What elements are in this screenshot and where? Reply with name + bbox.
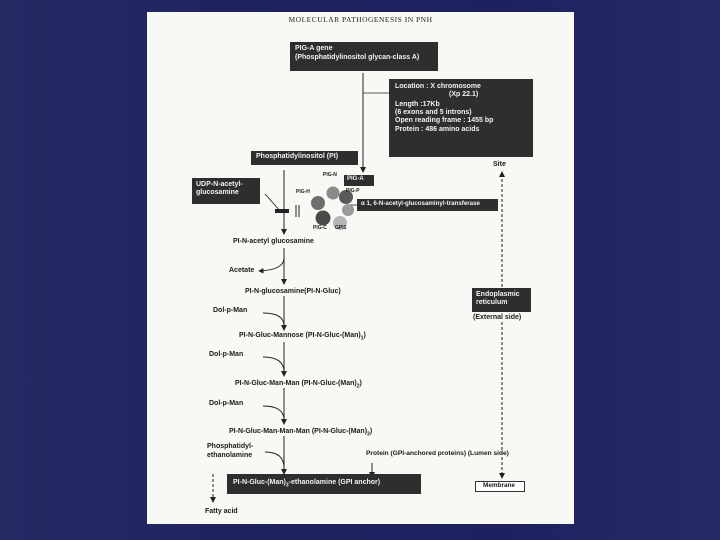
pig-a-protein-label: PIG-A bbox=[347, 176, 364, 182]
location-info-box: Location : X chromosome (Xp 22.1) Length… bbox=[389, 79, 533, 157]
protein-label: Protein (GPI-anchored proteins) (Lumen s… bbox=[366, 450, 509, 457]
acetate-label: Acetate bbox=[229, 267, 255, 274]
location-line5: Open reading frame : 1455 bp bbox=[395, 117, 494, 125]
pig-h-label: PIG-H bbox=[296, 189, 310, 195]
location-line6: Protein : 486 amino acids bbox=[395, 125, 480, 133]
step-pi-n-gluc-mannose: PI-N-Gluc-Mannose (PI-N-Gluc-(Man)1) bbox=[239, 332, 366, 342]
udp-line2: glucosamine bbox=[196, 189, 239, 197]
endoplasmic-reticulum-box: Endoplasmic reticulum bbox=[472, 288, 531, 312]
pig-c-sphere bbox=[315, 210, 331, 226]
location-line4: (6 exons and 5 introns) bbox=[395, 109, 472, 117]
pig-a-gene-box: PIG-A gene (Phosphatidylinositol glycan-… bbox=[290, 42, 438, 71]
figure-header: MOLECULAR PATHOGENESIS IN PNH bbox=[288, 15, 433, 24]
pig-p-sphere bbox=[342, 204, 354, 216]
pig-p-label: PIG-P bbox=[346, 188, 360, 194]
site-label: Site bbox=[493, 161, 506, 168]
pig-a-gene-subtitle: (Phosphatidylinositol glycan-class A) bbox=[295, 54, 420, 62]
udp-line1: UDP-N-acetyl- bbox=[196, 181, 243, 188]
figure-page: MOLECULAR PATHOGENESIS IN PNH bbox=[147, 12, 574, 524]
pi-label: Phosphatidylinositol (PI) bbox=[256, 153, 339, 160]
dol-p-man-label-1: Dol-p-Man bbox=[213, 307, 248, 314]
er-line2: reticulum bbox=[476, 299, 508, 307]
enzyme-box: α 1, 6-N-acetyl-glucosaminyl-transferase bbox=[357, 199, 498, 211]
dol-p-man-label-3: Dol-p-Man bbox=[209, 400, 244, 407]
gpi1-label: GPI1 bbox=[335, 225, 347, 231]
pig-a-sphere bbox=[339, 190, 353, 204]
membrane-box: Membrane bbox=[475, 481, 525, 492]
acetate-branch-arrow bbox=[258, 257, 285, 274]
location-line1: Location : X chromosome bbox=[395, 83, 481, 90]
enzyme-label: α 1, 6-N-acetyl-glucosaminyl-transferase bbox=[361, 200, 481, 207]
pathway-arrows bbox=[210, 73, 505, 503]
pig-a-gene-title: PIG-A gene bbox=[295, 45, 333, 52]
dol-p-man-label-2: Dol-p-Man bbox=[209, 351, 244, 358]
location-line2: (Xp 22.1) bbox=[449, 91, 479, 99]
phosphatidyl-line2: ethanolamine bbox=[207, 452, 253, 459]
udp-glucosamine-box: UDP-N-acetyl- glucosamine bbox=[192, 178, 260, 204]
step-pi-n-gluc-man-man-man: PI-N-Gluc-Man-Man-Man (PI-N-Gluc-(Man)3) bbox=[229, 428, 373, 438]
dol2-branch-arrow bbox=[262, 356, 285, 373]
gpi-anchor-box: PI-N-Gluc-(Man)3-ethanolamine (GPI ancho… bbox=[227, 474, 421, 494]
membrane-bar-left bbox=[275, 209, 289, 213]
phospho-branch-arrow bbox=[264, 451, 285, 469]
step-pi-n-acetyl-glucosamine: PI-N-acetyl glucosamine bbox=[233, 238, 314, 245]
dol1-branch-arrow bbox=[262, 312, 285, 327]
membrane-label: Membrane bbox=[483, 482, 515, 489]
location-line3: Length :17Kb bbox=[395, 100, 440, 108]
pig-a-protein-box: PIG-A bbox=[344, 175, 374, 186]
step-pi-n-glucosamine: PI-N-glucosamine(PI-N-Gluc) bbox=[245, 288, 341, 295]
pig-c-label: PIG-C bbox=[313, 225, 327, 231]
fatty-acid-label: Fatty acid bbox=[205, 508, 238, 515]
phosphatidyl-line1: Phosphatidyl- bbox=[207, 443, 254, 450]
er-line1: Endoplasmic bbox=[476, 291, 520, 298]
pig-n-label: PIG-N bbox=[323, 172, 337, 178]
phosphatidylinositol-box: Phosphatidylinositol (PI) bbox=[251, 151, 358, 165]
external-side-label: (External side) bbox=[473, 314, 522, 321]
step-pi-n-gluc-man-man: PI-N-Gluc-Man-Man (PI-N-Gluc-(Man)2) bbox=[235, 380, 362, 390]
gpi1-sphere bbox=[333, 216, 347, 230]
dol3-branch-arrow bbox=[262, 405, 285, 421]
pig-h-sphere bbox=[311, 196, 325, 210]
gpi-anchor-label: PI-N-Gluc-(Man)3-ethanolamine (GPI ancho… bbox=[233, 479, 381, 489]
pig-n-sphere bbox=[326, 186, 340, 200]
